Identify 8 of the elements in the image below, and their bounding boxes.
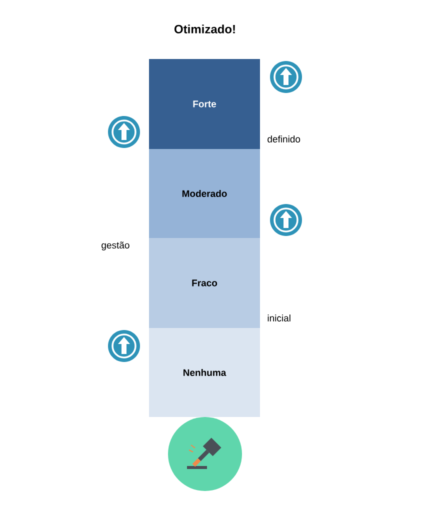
level-box: Fraco — [149, 238, 260, 328]
level-box: Nenhuma — [149, 328, 260, 417]
level-box: Moderado — [149, 149, 260, 238]
side-label: gestão — [102, 242, 130, 250]
title: Otimizado! — [174, 24, 235, 34]
side-label: inicial — [268, 314, 290, 322]
side-label: definido — [268, 136, 300, 142]
level-box: Forte — [149, 59, 260, 149]
